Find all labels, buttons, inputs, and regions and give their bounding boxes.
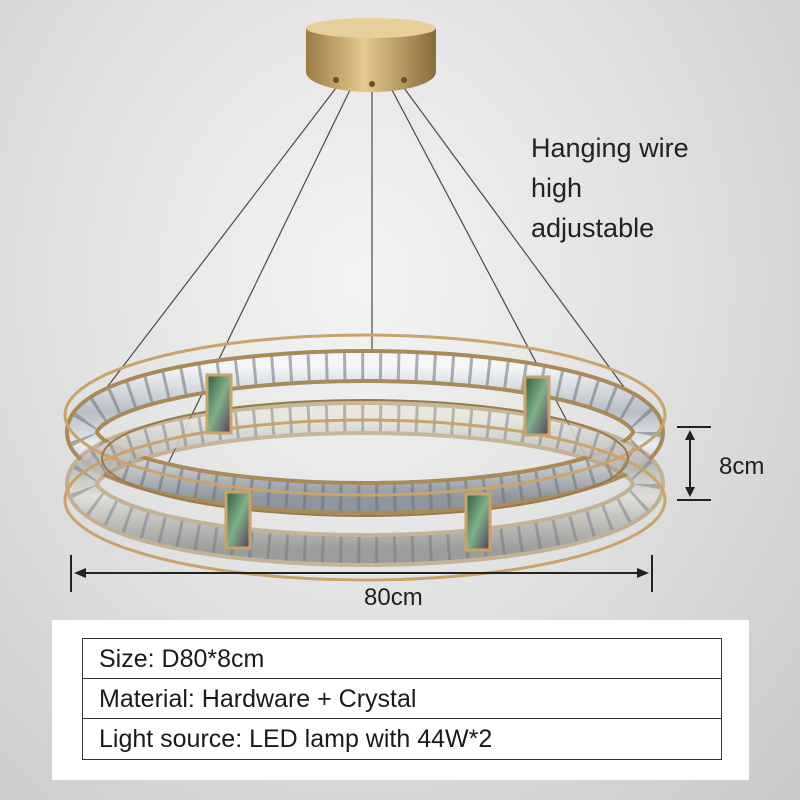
spec-material: Material: Hardware + Crystal [83,679,721,719]
note-line: adjustable [531,213,655,243]
note-line: Hanging wire [531,133,689,163]
spec-table: Size: D80*8cm Material: Hardware + Cryst… [82,638,722,760]
height-dimension-label: 8cm [719,453,765,480]
ceiling-canopy [306,18,436,92]
spec-size: Size: D80*8cm [83,639,721,679]
width-dimension [70,555,653,592]
spec-panel: Size: D80*8cm Material: Hardware + Cryst… [52,620,749,780]
crystal-ring [63,333,667,582]
note-line: high [531,173,583,203]
height-dimension [677,426,711,501]
spec-light-source: Light source: LED lamp with 44W*2 [99,725,493,753]
width-dimension-label: 80cm [364,584,423,611]
hanging-wire-note: Hanging wire high adjustable [531,128,689,248]
hanging-wires [94,87,641,475]
